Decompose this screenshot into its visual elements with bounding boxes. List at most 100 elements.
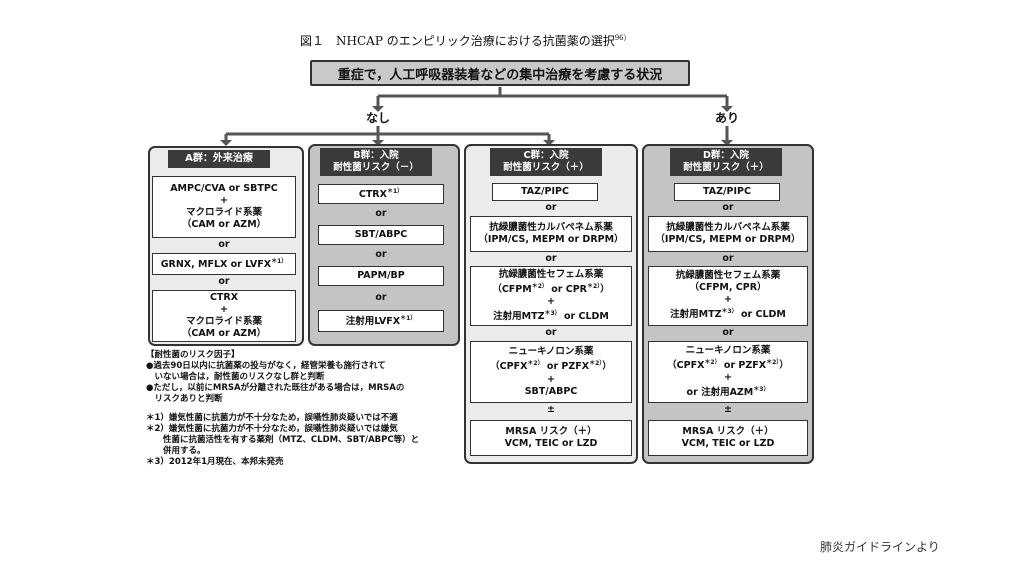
group-b-header: B群：入院 耐性菌リスク（－）	[320, 148, 432, 176]
arrowhead-b	[372, 140, 384, 146]
footnote-ref: ＊2）	[586, 282, 601, 290]
arrowhead-c	[543, 140, 555, 146]
group-d-option-2: 抗緑膿菌性カルバペネム系薬 （IPM/CS, MEPM or DRPM）	[648, 216, 808, 252]
figure-title: 図１ NHCAP のエンピリック治療における抗菌薬の選択96）	[300, 34, 631, 48]
footnote-ref: ＊3）	[721, 308, 738, 316]
group-b-header-line1: B群：入院	[353, 150, 399, 161]
option-line: ニューキノロン系薬	[685, 344, 771, 356]
or-label: or	[722, 327, 734, 338]
group-b-header-line2: 耐性菌リスク（－）	[333, 162, 419, 173]
footnote-ref: ＊2）	[527, 360, 544, 368]
option-line: AMPC/CVA or SBTPC	[170, 183, 278, 194]
option-line: （IPM/CS, MEPM or DRPM）	[478, 234, 624, 245]
group-d-option-3: 抗緑膿菌性セフェム系薬 （CFPM, CPR） + 注射用MTZ＊3） or C…	[648, 266, 808, 326]
group-d-header-line1: D群：入院	[703, 150, 749, 161]
group-c-header-line1: C群：入院	[523, 150, 569, 161]
group-a-option-3: CTRX + マクロライド系薬 （CAM or AZM）	[152, 290, 296, 342]
notes-bullet-cont: いない場合は，耐性菌のリスクなし群と判断	[146, 372, 325, 382]
group-d-option-1: TAZ/PIPC	[674, 183, 780, 201]
group-a-header: A群：外来治療	[168, 150, 270, 168]
option-line: ニューキノロン系薬	[508, 346, 594, 358]
option-line: （CFPM, CPR）	[689, 282, 767, 294]
option-line: （CPFX＊2） or PZFX＊2））	[667, 358, 789, 371]
footnote-ref: ＊2）	[531, 282, 548, 290]
or-label: or	[722, 202, 734, 213]
footnote-ref: ＊1）	[271, 258, 288, 266]
group-c-header: C群：入院 耐性菌リスク（＋）	[490, 148, 602, 176]
group-b-option-4: 注射用LVFX＊1）	[318, 310, 444, 332]
option-line: CTRX＊1）	[358, 188, 404, 201]
footnote-ref: ＊2）	[704, 358, 721, 366]
footnote-1: ＊1）嫌気性菌に抗菌力が不十分なため，誤嚥性肺炎疑いでは不適	[146, 413, 398, 423]
option-plus: +	[724, 372, 732, 383]
or-label: or	[545, 253, 557, 264]
group-d-header: D群：入院 耐性菌リスク（＋）	[670, 148, 782, 176]
notes-bullet: ●過去90日以内に抗菌薬の投与がなく，経管栄養も施行されて	[146, 361, 386, 371]
top-question-text: 重症で，人工呼吸器装着などの集中治療を考慮する状況	[337, 67, 663, 83]
or-label: or	[218, 239, 230, 250]
notes-heading: 【耐性菌のリスク因子】	[146, 350, 240, 360]
source-credit: 肺炎ガイドラインより	[820, 540, 940, 554]
arrowhead-yes	[721, 106, 733, 112]
group-d-mrsa-option: MRSA リスク（＋） VCM, TEIC or LZD	[648, 420, 808, 456]
footnote-ref: ＊3）	[544, 310, 561, 317]
option-line: 注射用LVFX＊1）	[345, 315, 417, 328]
notes-bullet: ●ただし，以前にMRSAが分離された既往がある場合は，MRSAの	[146, 383, 405, 393]
or-label: or	[545, 327, 557, 338]
group-c-header-line2: 耐性菌リスク（＋）	[503, 162, 589, 173]
or-label: or	[545, 202, 557, 213]
branch-no-label: なし	[366, 111, 391, 125]
figure-ref: 96）	[614, 34, 631, 42]
option-line: or 注射用AZM＊3）	[686, 386, 770, 399]
footnote-ref: ＊1）	[400, 315, 417, 323]
option-line: 抗緑膿菌性カルバペネム系薬	[666, 222, 790, 233]
group-b-option-1: CTRX＊1）	[318, 184, 444, 204]
footnote-ref: ＊1）	[386, 188, 404, 196]
group-d-header-line2: 耐性菌リスク（＋）	[683, 162, 769, 173]
option-line: マクロライド系薬	[185, 207, 262, 218]
option-line: 抗緑膿菌性カルバペネム系薬	[489, 222, 613, 233]
group-c-option-1: TAZ/PIPC	[492, 183, 598, 201]
or-label: or	[375, 249, 387, 260]
option-plus: +	[547, 373, 555, 385]
group-a-option-2: GRNX, MFLX or LVFX＊1）	[152, 253, 296, 275]
footnote-3: ＊3）2012年1月現在、本邦未発売	[146, 457, 284, 467]
or-label: or	[722, 253, 734, 264]
option-line: VCM, TEIC or LZD	[681, 438, 775, 449]
option-line: MRSA リスク（＋）	[505, 426, 597, 437]
option-line: （IPM/CS, MEPM or DRPM）	[655, 234, 801, 245]
arrowhead-d	[721, 140, 733, 146]
footnote-ref: ＊3）	[753, 386, 770, 393]
group-a-option-1: AMPC/CVA or SBTPC + マクロライド系薬 （CAM or AZM…	[152, 176, 296, 238]
option-line: SBT/ABPC	[524, 385, 578, 397]
option-line: （CAM or AZM）	[181, 328, 267, 339]
arrowhead-a	[220, 140, 232, 146]
risk-factor-notes: 【耐性菌のリスク因子】 ●過去90日以内に抗菌薬の投与がなく，経管栄養も施行され…	[146, 350, 464, 468]
group-c-option-4: ニューキノロン系薬 （CPFX＊2） or PZFX＊2）） + SBT/ABP…	[470, 341, 632, 403]
group-b-option-3: PAPM/BP	[318, 266, 444, 286]
option-line: （CFPM＊2） or CPR＊2））	[492, 282, 610, 295]
footnote-ref: ＊2）	[766, 358, 780, 366]
or-label: or	[375, 292, 387, 303]
option-line: VCM, TEIC or LZD	[504, 438, 598, 449]
branch-yes-label: あり	[715, 111, 740, 125]
footnote-2-cont: 性菌に抗菌活性を有する薬剤（MTZ、CLDM、SBT/ABPC等）と	[146, 435, 420, 445]
option-line: （CAM or AZM）	[181, 219, 267, 230]
option-line: 注射用MTZ＊3） or CLDM	[493, 310, 609, 323]
option-line: （CPFX＊2） or PZFX＊2））	[490, 360, 612, 373]
option-line: GRNX, MFLX or LVFX＊1）	[160, 258, 288, 271]
footnote-2: ＊2）嫌気性菌に抗菌力が不十分なため，誤嚥性肺炎疑いでは嫌気	[146, 424, 398, 434]
option-line: 抗緑膿菌性セフェム系薬	[498, 268, 604, 280]
option-plus: +	[220, 195, 228, 206]
or-label: or	[218, 276, 230, 287]
plus-minus-label: ±	[547, 404, 555, 415]
group-b-option-2: SBT/ABPC	[318, 225, 444, 245]
option-plus: +	[220, 304, 228, 315]
option-line: 抗緑膿菌性セフェム系薬	[675, 270, 781, 282]
top-question-box: 重症で，人工呼吸器装着などの集中治療を考慮する状況	[310, 60, 690, 86]
group-c-mrsa-option: MRSA リスク（＋） VCM, TEIC or LZD	[470, 420, 632, 456]
option-line: CTRX	[209, 292, 239, 303]
footnote-ref: ＊2）	[589, 360, 603, 368]
group-d-option-4: ニューキノロン系薬 （CPFX＊2） or PZFX＊2）） + or 注射用A…	[648, 341, 808, 403]
